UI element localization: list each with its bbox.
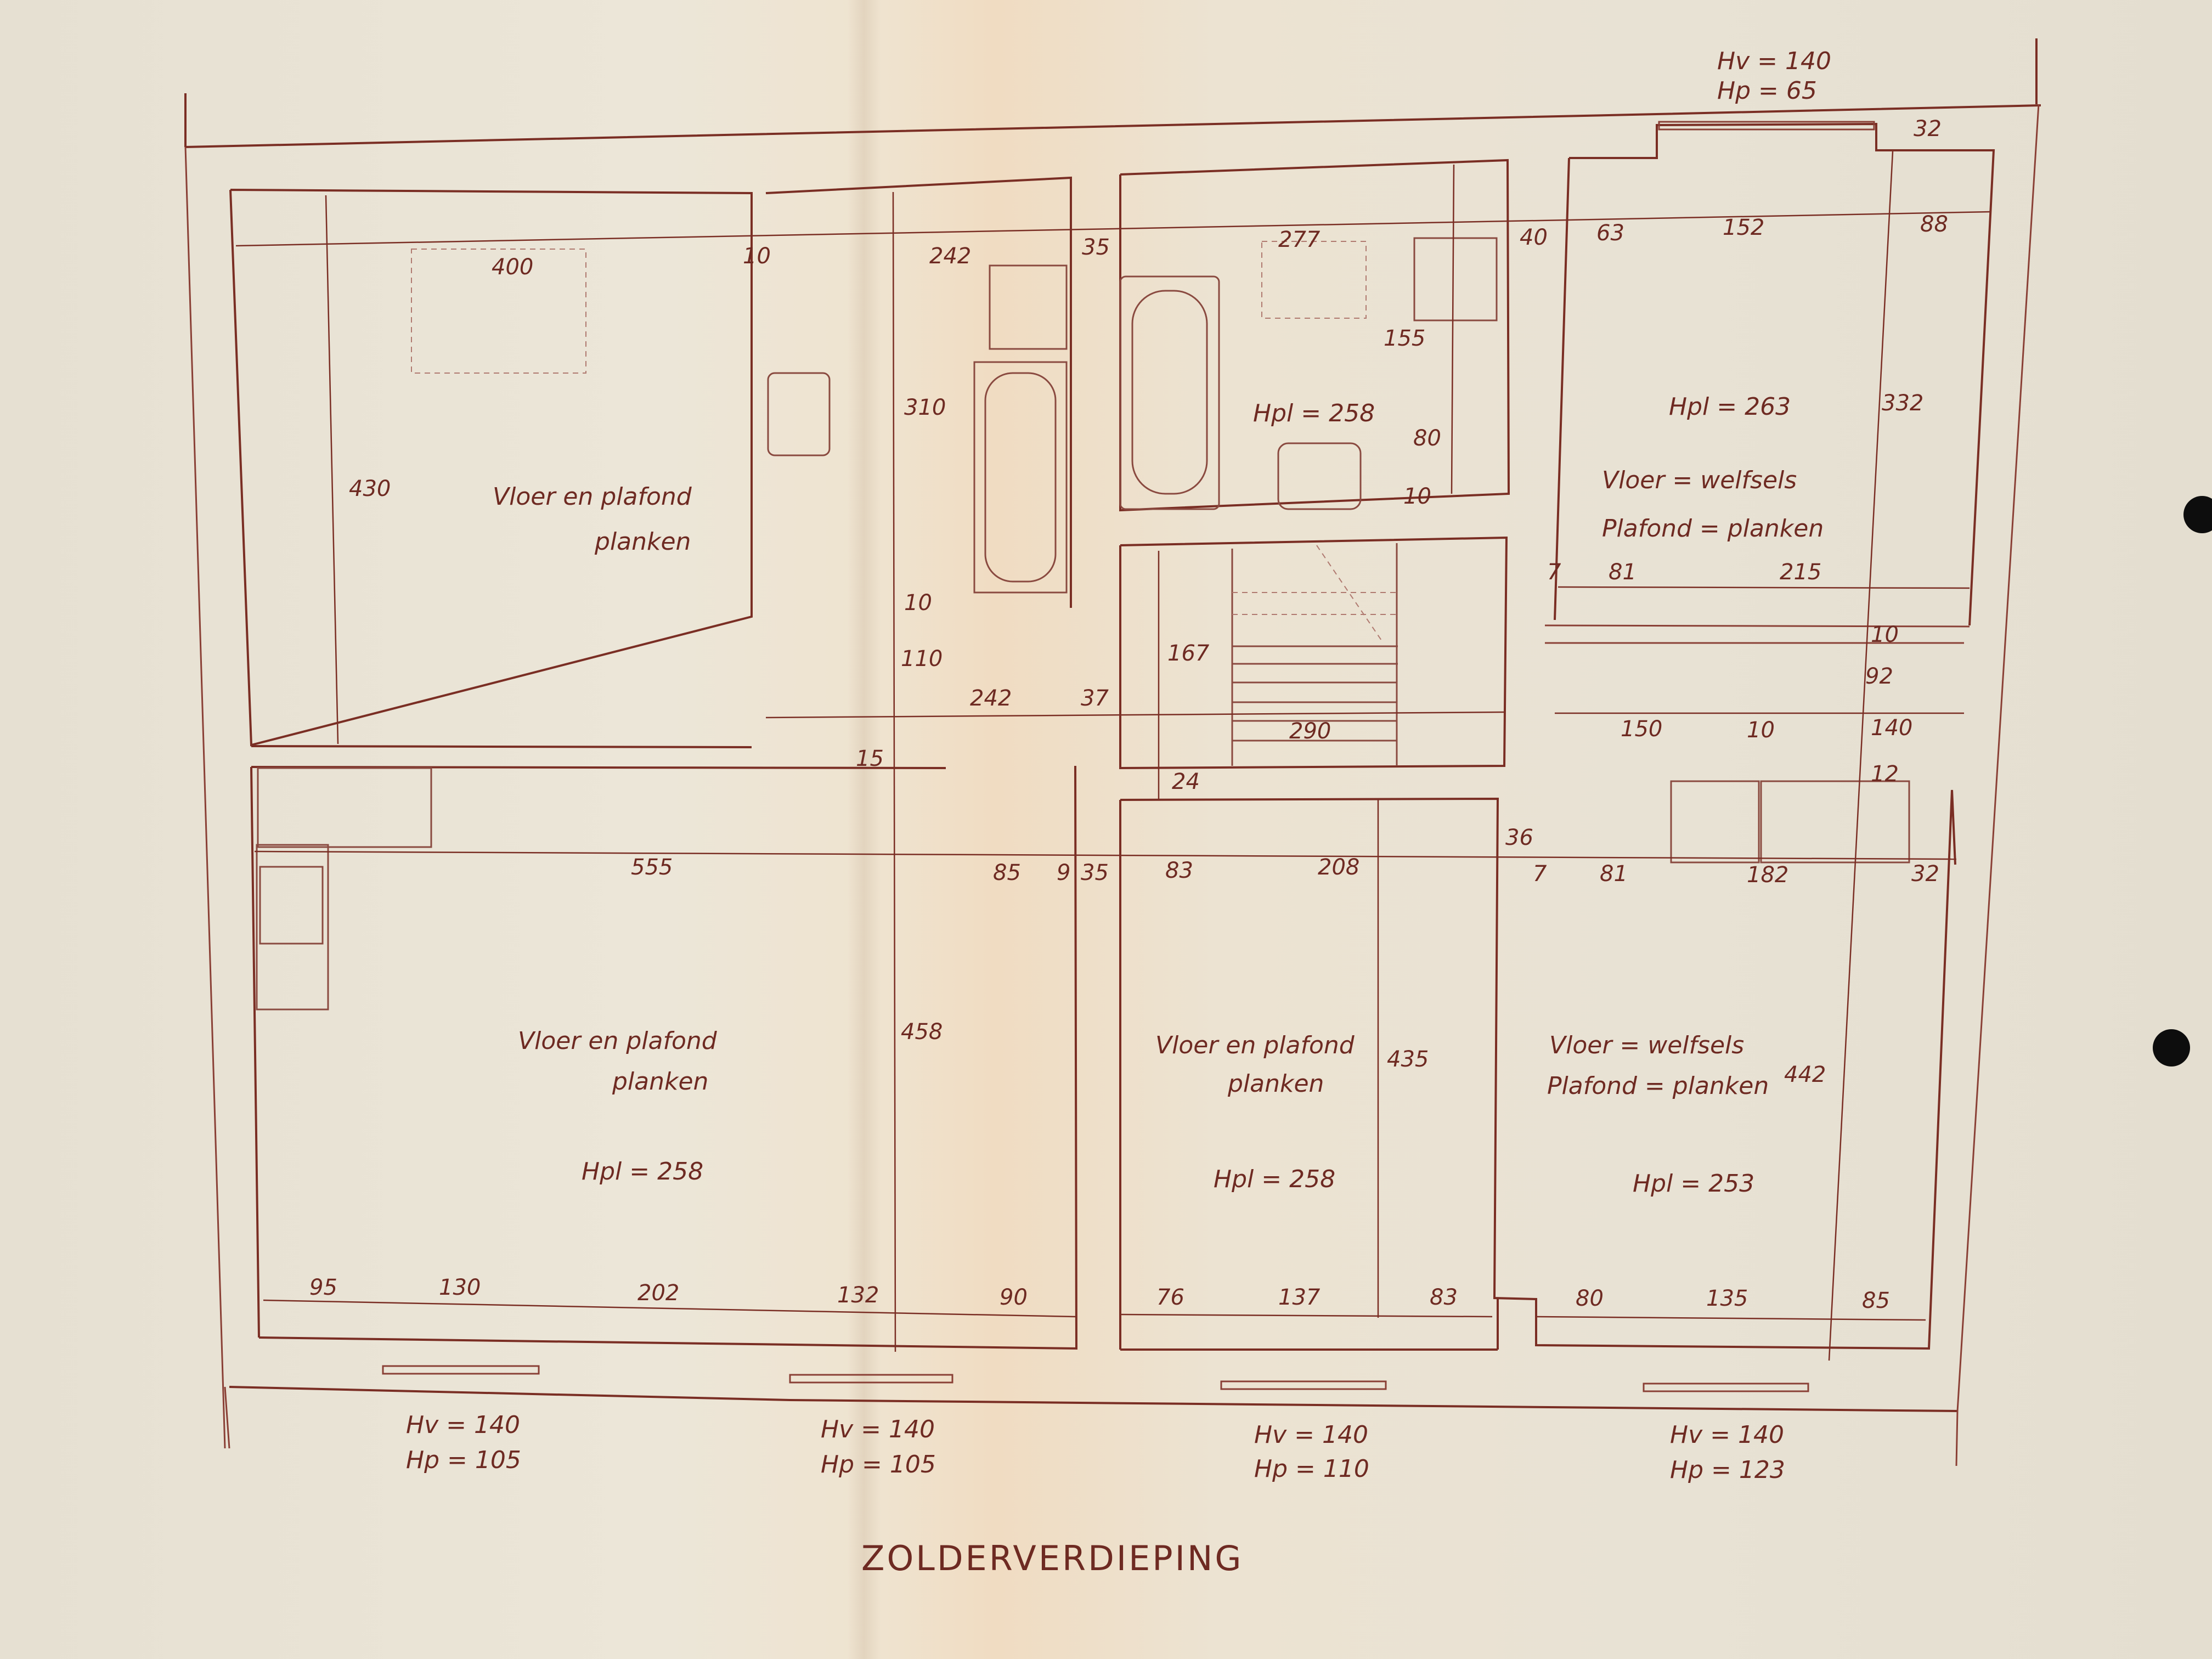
- dim-label: 152: [1723, 215, 1764, 240]
- dim-label: 10: [1871, 622, 1899, 647]
- window-4-hp: Hp = 123: [1670, 1456, 1785, 1484]
- dim-label: 81: [1600, 861, 1628, 887]
- dim-label: 35: [1082, 235, 1110, 260]
- dim-label: 10: [1747, 718, 1775, 743]
- window-top-hp: Hp = 65: [1717, 77, 1817, 105]
- dim-label: 15: [856, 746, 884, 771]
- window-2-hv: Hv = 140: [821, 1415, 935, 1443]
- plan-title: ZOLDERVERDIEPING: [861, 1538, 1243, 1578]
- dim-label: 110: [901, 646, 943, 672]
- window-4-hv: Hv = 140: [1670, 1421, 1784, 1449]
- dim-label: 7: [1547, 560, 1561, 585]
- dim-label: 90: [1000, 1285, 1028, 1310]
- dim-label: 202: [637, 1280, 679, 1306]
- dim-label: 35: [1081, 860, 1109, 885]
- dim-label: 95: [309, 1275, 337, 1300]
- dim-label: 242: [929, 244, 971, 269]
- dim-label: 76: [1156, 1285, 1184, 1310]
- dim-label: 130: [439, 1275, 481, 1300]
- window-1-hp: Hp = 105: [406, 1446, 521, 1474]
- dim-label: 140: [1871, 715, 1912, 741]
- dim-label: 555: [631, 855, 673, 880]
- dim-label: 83: [1430, 1285, 1458, 1310]
- room-bottom-left-hpl: Hpl = 258: [582, 1158, 703, 1186]
- window-1-hv: Hv = 140: [406, 1411, 520, 1439]
- room-bottom-right-hpl: Hpl = 253: [1633, 1170, 1754, 1198]
- dim-label: 7: [1533, 861, 1547, 887]
- dim-label: 81: [1609, 560, 1637, 585]
- dim-label: 32: [1914, 116, 1942, 142]
- dimension-lines: [235, 151, 1992, 1361]
- dim-label: 24: [1172, 769, 1200, 794]
- dim-label: 9: [1057, 860, 1070, 885]
- room-top-left-line2: planken: [594, 528, 691, 556]
- dim-label: 332: [1882, 391, 1923, 416]
- room-bottom-right-line2: Plafond = planken: [1547, 1072, 1769, 1100]
- dim-label: 36: [1505, 825, 1533, 850]
- dim-label: 132: [837, 1283, 879, 1308]
- dim-label: 310: [904, 395, 946, 420]
- dim-label: 63: [1596, 221, 1624, 246]
- dim-label: 442: [1784, 1062, 1826, 1087]
- dim-label: 80: [1576, 1286, 1604, 1311]
- binder-hole: [2153, 1029, 2190, 1066]
- room-bottom-left-line1: Vloer en plafond: [518, 1027, 718, 1055]
- window-3-hv: Hv = 140: [1254, 1421, 1368, 1449]
- dim-label: 277: [1278, 227, 1321, 252]
- dim-label: 88: [1920, 212, 1948, 237]
- dim-label: 435: [1387, 1047, 1429, 1072]
- dim-label: 137: [1278, 1285, 1321, 1310]
- dim-label: 290: [1289, 719, 1331, 744]
- dim-label: 155: [1384, 326, 1425, 351]
- dim-label: 242: [970, 686, 1012, 711]
- dim-label: 80: [1413, 426, 1441, 451]
- dim-label: 10: [904, 590, 932, 616]
- dim-label: 32: [1911, 861, 1939, 887]
- binder-hole: [2183, 496, 2212, 533]
- dim-label: 83: [1165, 858, 1193, 883]
- dimension-labels: 400 10 242 35 277 40 63 152 88 32 430 31…: [309, 116, 1948, 1313]
- dim-label: 182: [1747, 862, 1788, 888]
- fixtures: [256, 237, 1910, 1011]
- room-top-right-line1: Vloer = welfsels: [1602, 466, 1797, 494]
- dim-label: 458: [901, 1019, 943, 1045]
- dim-label: 40: [1520, 225, 1548, 250]
- room-top-right-line2: Plafond = planken: [1602, 515, 1824, 543]
- dim-label: 150: [1621, 716, 1662, 742]
- window-3-hp: Hp = 110: [1254, 1455, 1369, 1483]
- dim-label: 208: [1318, 855, 1359, 880]
- room-bottom-left-line2: planken: [612, 1068, 708, 1096]
- window-2-hp: Hp = 105: [821, 1451, 936, 1479]
- window-top-hv: Hv = 140: [1717, 47, 1831, 75]
- room-bottom-middle-line1: Vloer en plafond: [1155, 1031, 1355, 1059]
- dim-label: 85: [1862, 1288, 1890, 1313]
- dim-label: 167: [1167, 641, 1210, 666]
- dim-label: 135: [1706, 1286, 1748, 1311]
- bathroom-hpl: Hpl = 258: [1253, 399, 1375, 427]
- dim-label: 430: [349, 476, 391, 501]
- dim-label: 10: [743, 244, 771, 269]
- dim-label: 400: [492, 255, 533, 280]
- outer-walls: [184, 38, 2041, 1466]
- dim-label: 12: [1871, 761, 1899, 787]
- room-bottom-middle-hpl: Hpl = 258: [1214, 1165, 1335, 1193]
- dim-label: 10: [1403, 484, 1431, 509]
- room-bottom-right-line1: Vloer = welfsels: [1549, 1031, 1744, 1059]
- window-openings: [382, 121, 1875, 1392]
- dim-label: 37: [1081, 686, 1109, 711]
- dim-label: 215: [1780, 560, 1821, 585]
- room-top-left-line1: Vloer en plafond: [493, 483, 692, 511]
- dim-label: 92: [1865, 664, 1893, 689]
- room-top-right-hpl: Hpl = 263: [1669, 393, 1791, 421]
- room-bottom-middle-line2: planken: [1227, 1070, 1324, 1098]
- dim-label: 85: [993, 860, 1021, 885]
